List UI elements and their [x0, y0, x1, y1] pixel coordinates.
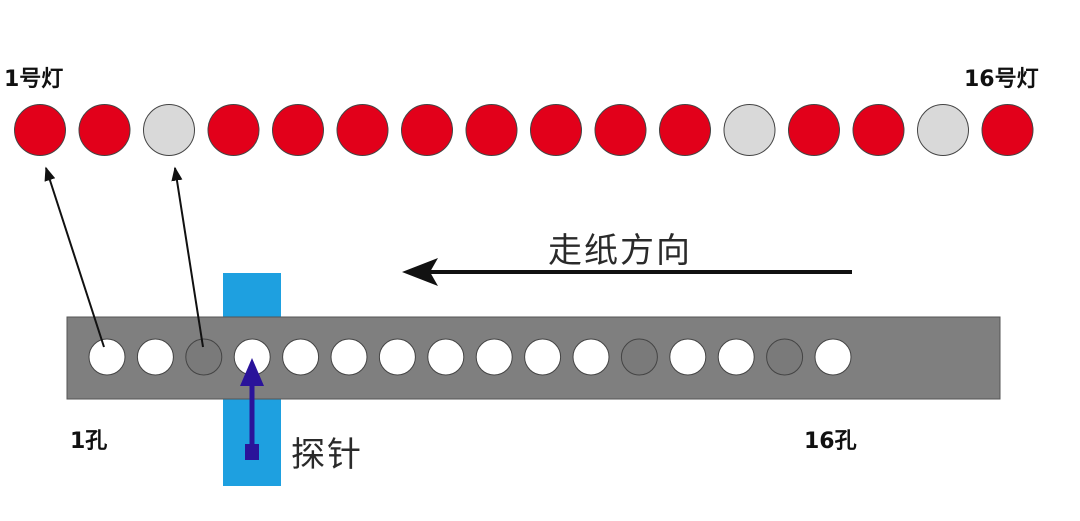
hole-5	[282, 338, 320, 376]
probe-label: 探针	[291, 435, 363, 475]
hole-15	[766, 338, 804, 376]
signal-arrow-hole1-lamp1	[44, 166, 105, 348]
lamp-14	[852, 104, 905, 156]
hole-3	[185, 338, 223, 376]
lamp-1	[14, 104, 66, 156]
hole-2	[136, 338, 174, 376]
lamp-16	[981, 104, 1034, 156]
lamp-3	[143, 104, 195, 156]
lamp-2	[78, 104, 131, 156]
lamp-8	[465, 104, 518, 156]
feed-direction-arrowhead	[402, 258, 438, 286]
lamp-9	[530, 104, 582, 156]
hole-6	[330, 338, 368, 376]
feed-direction-label: 走纸方向	[548, 231, 692, 271]
hole-14	[717, 338, 755, 376]
lamp-first-label: 1号灯	[4, 67, 63, 92]
hole-last-label: 16孔	[804, 429, 857, 454]
lamp-6	[336, 104, 389, 156]
lamp-13	[788, 104, 840, 156]
hole-first-label: 1孔	[70, 429, 107, 454]
hole-11	[572, 338, 610, 376]
lamp-12	[723, 104, 776, 156]
lamp-4	[207, 104, 260, 156]
signal-arrow-hole3-lamp3	[171, 166, 204, 348]
hole-16	[814, 338, 852, 376]
hole-10	[524, 338, 562, 376]
probe-needle	[240, 358, 264, 460]
hole-1	[88, 338, 126, 376]
hole-12	[620, 338, 658, 376]
lamp-5	[272, 104, 324, 156]
hole-13	[669, 338, 707, 376]
hole-7	[378, 338, 416, 376]
lamp-row	[14, 104, 1034, 156]
hole-row	[88, 338, 852, 376]
lamp-10	[594, 104, 647, 156]
lamp-11	[659, 104, 711, 156]
hole-8	[427, 338, 465, 376]
lamp-7	[401, 104, 453, 156]
lamp-15	[917, 104, 969, 156]
hole-9	[475, 338, 513, 376]
lamp-last-label: 16号灯	[964, 67, 1039, 92]
